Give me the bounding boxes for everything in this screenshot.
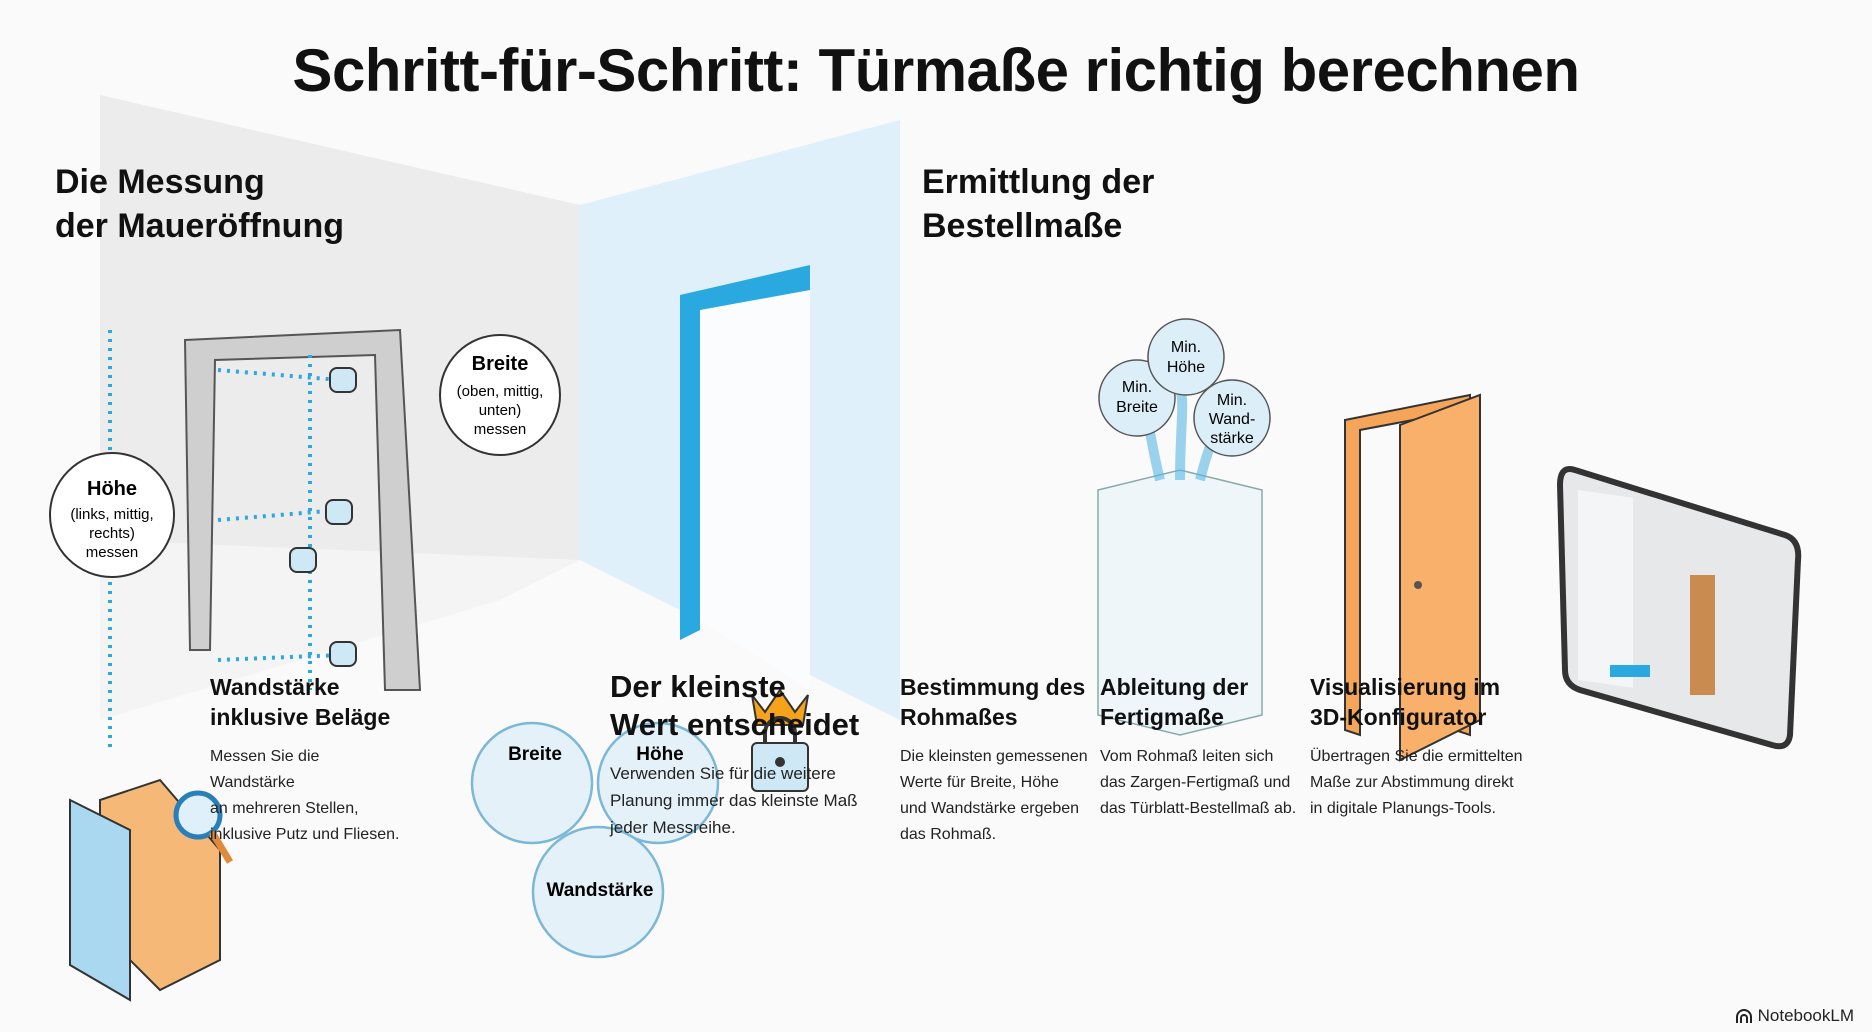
lock-crown-icon	[751, 688, 809, 792]
floor	[100, 540, 580, 720]
step-body: das Türblatt-Bestellmaß ab.	[1100, 800, 1297, 817]
min-label: Breite	[1116, 399, 1158, 416]
step-3d-visualization: Visualisierung im 3D-Konfigurator Übertra…	[1310, 672, 1523, 822]
notebooklm-logo-icon	[1735, 1009, 1752, 1023]
step-title: inklusive Beläge	[210, 704, 391, 730]
min-label: Wand-	[1209, 411, 1256, 428]
step-body: Übertragen Sie die ermittelten	[1310, 748, 1523, 765]
step-title: Wert entscheidet	[610, 707, 860, 742]
page-title: Schritt-für-Schritt: Türmaße richtig ber…	[292, 37, 1580, 104]
min-label: Min.	[1171, 339, 1201, 356]
magnifier-icon	[173, 790, 223, 840]
bubble-line: (links, mittig,	[70, 506, 153, 523]
tablet-3d-configurator	[1556, 466, 1802, 750]
min-bubbles	[1098, 318, 1271, 457]
section-heading-measurement: Die Messung der Maueröffnung	[55, 160, 344, 248]
door-icon	[1344, 393, 1481, 762]
step-body: Maße zur Abstimmung direkt	[1310, 774, 1514, 791]
step-body: jeder Messreihe.	[610, 818, 736, 837]
step-body: das Rohmaß.	[900, 826, 997, 843]
min-label: Min.	[1217, 392, 1247, 409]
section-heading-order-dimensions: Ermittlung der Bestellmaße	[922, 160, 1154, 248]
step-body: und Wandstärke ergeben	[900, 800, 1080, 817]
step-body: Werte für Breite, Höhe	[900, 774, 1059, 791]
bubble-line: messen	[86, 544, 139, 561]
step-title: Fertigmaße	[1100, 704, 1224, 730]
tape-measure-icons	[289, 367, 357, 667]
notebooklm-brand: NotebookLM	[1735, 1006, 1854, 1026]
wall-opening	[183, 328, 422, 691]
step-body: Planung immer das kleinste Maß	[610, 791, 858, 810]
min-label: Min.	[1122, 379, 1152, 396]
breite-bubble: Breite (oben, mittig, unten) messen	[439, 334, 561, 456]
heading-line: Ermittlung der	[922, 163, 1155, 201]
wall-layers-icon	[69, 778, 234, 1002]
doorway-reveal	[680, 265, 810, 640]
step-body: Die kleinsten gemessenen	[900, 748, 1088, 765]
bubble-title: Breite	[472, 353, 529, 375]
brand-label: NotebookLM	[1757, 1006, 1854, 1025]
heading-line: der Maueröffnung	[55, 207, 344, 245]
step-title: Ableitung der	[1100, 674, 1249, 700]
step-body: in digitale Planungs-Tools.	[1310, 800, 1496, 817]
venn-label-hoehe: Höhe	[636, 744, 684, 765]
bubble-line: messen	[474, 421, 527, 438]
min-label: stärke	[1210, 430, 1254, 447]
step-wall-thickness: Wandstärke inklusive Beläge Messen Sie di…	[210, 672, 399, 848]
step-title: Visualisierung im	[1310, 674, 1501, 700]
venn-diagram	[470, 721, 720, 959]
step-body: das Zargen-Fertigmaß und	[1100, 774, 1291, 791]
bubble-line: unten)	[479, 402, 522, 419]
bubble-line: (oben, mittig,	[457, 383, 544, 400]
step-title: Der kleinste	[610, 669, 786, 704]
doorway-opening	[700, 265, 810, 690]
bubble-line: rechts)	[89, 525, 135, 542]
heading-line: Bestellmaße	[922, 207, 1123, 245]
bubble-title: Höhe	[87, 478, 137, 500]
venn-label-wand: Wandstärke	[547, 880, 654, 901]
step-title: Rohmaßes	[900, 704, 1018, 730]
step-title: Wandstärke	[210, 674, 340, 700]
hoehe-bubble: Höhe (links, mittig, rechts) messen	[49, 452, 175, 578]
step-body: Verwenden Sie für die weitere	[610, 764, 836, 783]
step-body: Wandstärke	[210, 774, 295, 791]
min-label: Höhe	[1167, 359, 1205, 376]
step-title: Bestimmung des	[900, 674, 1086, 700]
venn-label-breite: Breite	[508, 744, 562, 765]
step-body: an mehreren Stellen,	[210, 800, 359, 817]
step-body: inklusive Putz und Fliesen.	[210, 826, 400, 843]
heading-line: Die Messung	[55, 163, 265, 201]
step-body: Messen Sie die	[210, 748, 320, 765]
step-title: 3D-Konfigurator	[1310, 704, 1487, 730]
step-body: Vom Rohmaß leiten sich	[1100, 748, 1274, 765]
